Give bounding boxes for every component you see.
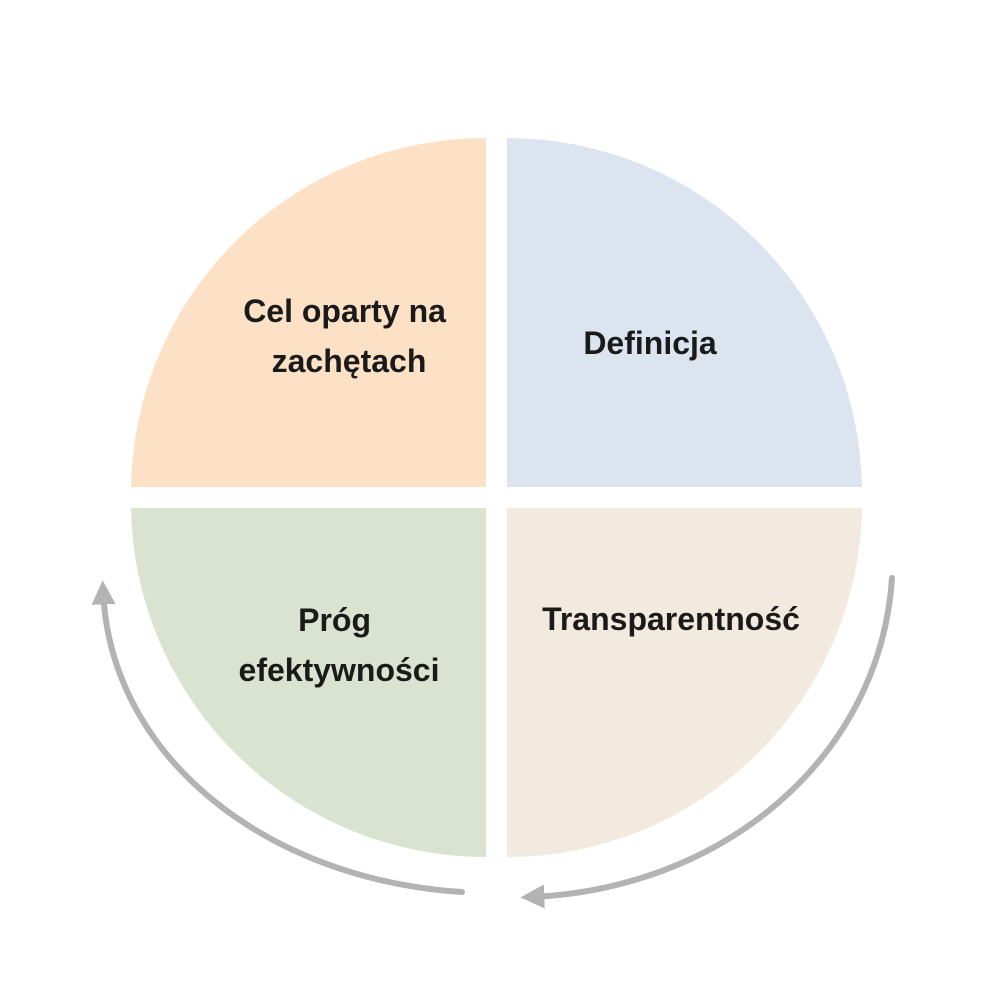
- label-bottom-left: Próg efektywności: [239, 602, 440, 688]
- quadrant-top-left: [131, 137, 486, 487]
- label-bottom-left-line2: efektywności: [239, 652, 440, 688]
- quadrant-bottom-right: [507, 508, 862, 857]
- label-top-left-line2: zachętach: [272, 343, 427, 379]
- quadrant-top-right: [507, 138, 862, 487]
- label-bottom-left-line1: Próg: [298, 602, 371, 638]
- curved-arrow-left-icon: [91, 580, 465, 895]
- label-bottom-right: Transparentność: [542, 601, 800, 637]
- label-top-right: Definicja: [583, 325, 717, 361]
- quadrant-bottom-left: [131, 508, 486, 857]
- label-top-left: Cel oparty na zachętach: [243, 293, 455, 379]
- curved-arrow-right-icon: [520, 575, 895, 909]
- label-top-left-line1: Cel oparty na: [243, 293, 446, 329]
